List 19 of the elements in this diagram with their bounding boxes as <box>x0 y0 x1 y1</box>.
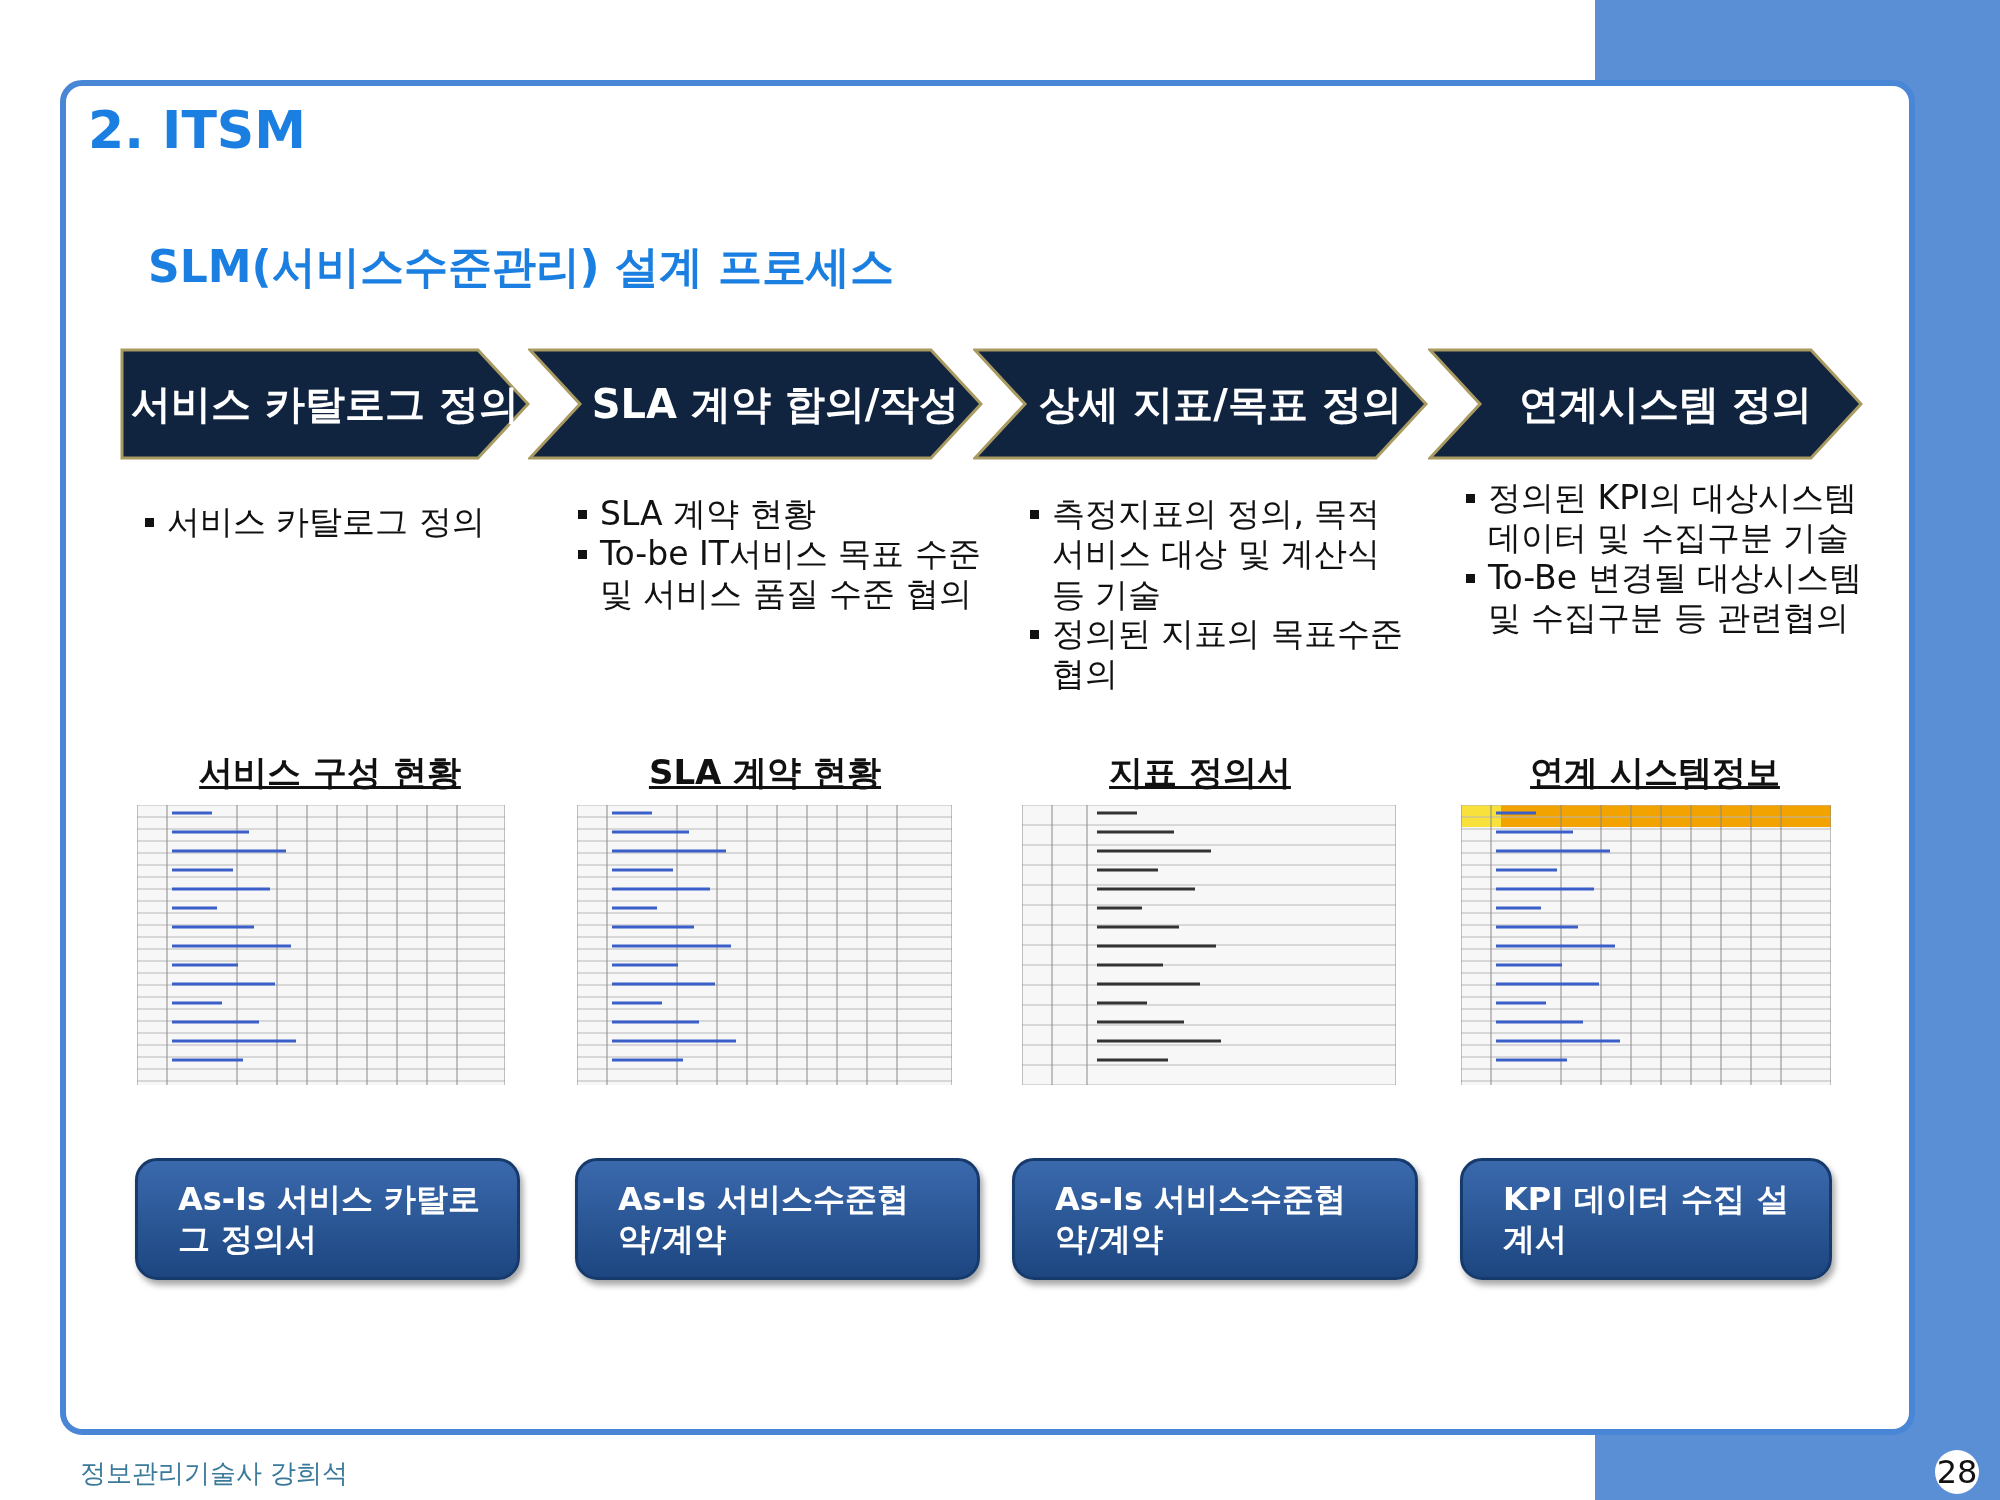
bullet-text: To-be IT서비스 목표 수준 및 서비스 품질 수준 협의 <box>578 534 1000 615</box>
process-box: As-Is 서비스수준협약/계약 <box>575 1158 980 1280</box>
section-heading: 연계 시스템정보 <box>1529 751 1781 794</box>
process-box: As-Is 서비스 카탈로그 정의서 <box>135 1158 520 1280</box>
subtitle: SLM(서비스수준관리) 설계 프로세스 <box>148 240 895 294</box>
process-box: KPI 데이터 수집 설계서 <box>1460 1158 1832 1280</box>
bullet-text: 서비스 카탈로그 정의 <box>145 502 547 543</box>
bullet-text: SLA 계약 현황 <box>578 494 1000 535</box>
slide-title: 2. ITSM <box>88 100 307 160</box>
bullet-text: 정의된 KPI의 대상시스템 데이터 및 수집구분 기술 <box>1466 478 1888 559</box>
bullet-text: 정의된 지표의 목표수준 협의 <box>1030 614 1422 695</box>
section-heading: 서비스 구성 현황 <box>198 751 462 794</box>
section-heading: SLA 계약 현황 <box>647 751 883 794</box>
chevron-step: 서비스 카탈로그 정의 <box>120 348 530 460</box>
process-box: As-Is 서비스수준협약/계약 <box>1012 1158 1418 1280</box>
bullet-text: To-Be 변경될 대상시스템 및 수집구분 등 관련협의 <box>1466 558 1888 639</box>
bullet-text: 측정지표의 정의, 목적 서비스 대상 및 계산식 등 기술 <box>1030 494 1422 615</box>
footer-text: 정보관리기술사 강희석 <box>80 1457 349 1490</box>
section-heading: 지표 정의서 <box>1108 751 1292 794</box>
